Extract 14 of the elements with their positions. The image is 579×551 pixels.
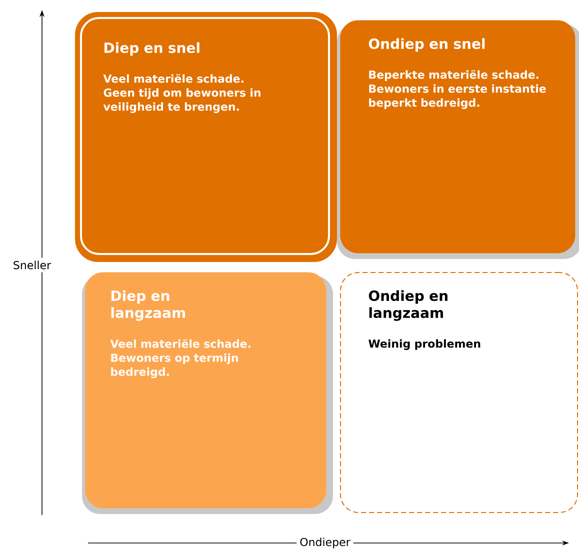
axis-label: Ondieper: [296, 534, 354, 551]
axis-label: Sneller: [10, 258, 54, 272]
box-text: Veel materiële schade. Bewoners op termijn bedreigd.: [110, 339, 250, 378]
box-title: Diep en snel: [104, 42, 200, 56]
box-title: Ondiep en snel: [368, 38, 485, 52]
box-text: Weinig problemen: [368, 339, 480, 350]
quadrant-box: [75, 12, 337, 262]
box-text: Beperkte materiële schade. Bewoners in eerste instantie beperkt bedreigd.: [369, 70, 546, 110]
box-title: Ondiep en langzaam: [368, 290, 448, 321]
quadrant-box: [337, 20, 579, 259]
quadrant-box: [82, 272, 333, 514]
box-text: Veel materiële schade. Geen tijd om bewoners in veiligheid te brengen.: [103, 74, 260, 114]
box-title: Diep en langzaam: [111, 290, 185, 321]
quadrant-box: [340, 272, 578, 513]
